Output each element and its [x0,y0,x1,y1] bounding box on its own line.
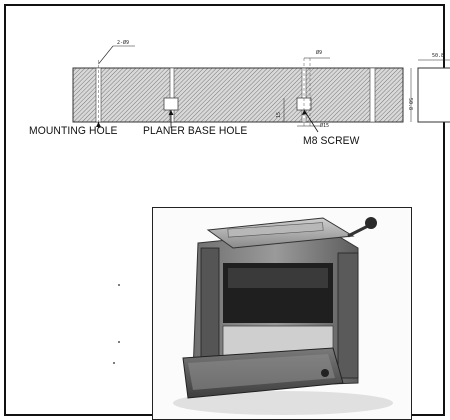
mounting-hole-label: MOUNTING HOLE [29,125,118,137]
planer-base-hole-label: PLANER BASE HOLE [143,125,248,137]
side-profile [417,67,450,123]
mounting-hole-left [95,60,102,128]
base-drawing: 2-Ø9 Ø9 15 Ø15 50.8 50.8 [72,39,450,133]
screw-dia-dim: Ø15 [320,122,329,129]
planer-base-hole-left [163,67,179,123]
mounting-hole-dim: 2-Ø9 [117,39,129,46]
scan-speck [113,362,115,364]
m8-screw-label: M8 SCREW [303,135,360,147]
base-board-section [72,67,404,123]
scan-speck [118,284,120,286]
planer-photo-frame [152,207,412,420]
thickness-planer-photo [173,217,393,415]
side-width-dim: 50.8 [432,53,444,59]
depth-dim: 15 [276,112,282,118]
height-dim: 50.8 [407,98,413,110]
hole-dia-dim: Ø9 [316,49,322,56]
scan-speck [118,341,120,343]
mounting-hole-right [369,67,376,123]
